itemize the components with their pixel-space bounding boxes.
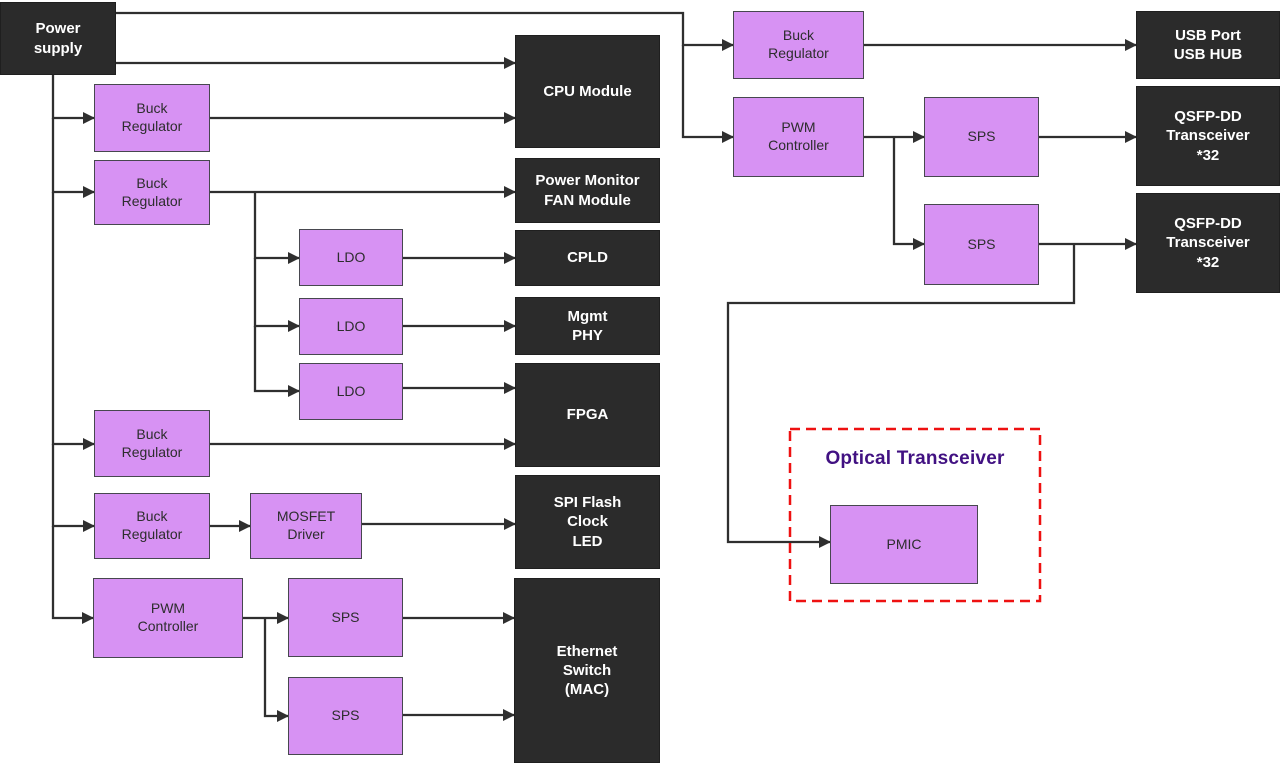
node-ldo-3: LDO [299,363,403,420]
node-ldo-1: LDO [299,229,403,286]
node-label-pmic: PMIC [886,535,922,552]
node-mgmt-phy: Mgmt PHY [515,297,660,355]
node-label-buck-regulator-2: Buck Regulator [121,174,183,209]
node-label-qsfp-dd-2: QSFP-DD Transceiver *32 [1166,215,1250,271]
node-label-qsfp-dd-1: QSFP-DD Transceiver *32 [1166,108,1250,164]
connector-0 [116,11,734,51]
node-label-buck-regulator-1: Buck Regulator [121,100,183,134]
node-buck-regulator-right: Buck Regulator [733,11,864,79]
connector-20 [263,618,289,722]
node-label-buck-regulator-right: Buck Regulator [768,27,829,61]
node-label-sps-right-1: SPS [967,128,996,145]
node-label-sps-right-2: SPS [967,235,996,252]
connector-10 [253,192,300,264]
connector-4 [51,118,95,198]
node-label-sps-left-2: SPS [331,707,360,724]
node-sps-left-1: SPS [288,578,403,657]
node-label-ldo-2: LDO [336,317,366,334]
node-pwm-controller-right: PWM Controller [733,97,864,177]
connector-11 [253,258,300,332]
node-label-pwm-controller-right: PWM Controller [768,119,829,153]
connector-25 [892,137,925,250]
node-qsfp-dd-2: QSFP-DD Transceiver *32 [1136,193,1280,293]
optical-transceiver-group-label: Optical Transceiver [825,448,1005,469]
node-label-buck-regulator-3: Buck Regulator [121,425,183,460]
node-sps-right-2: SPS [924,204,1039,285]
node-ethernet-switch-mac: Ethernet Switch (MAC) [514,578,660,763]
connector-28 [726,244,1076,548]
node-buck-regulator-2: Buck Regulator [94,160,210,225]
node-label-spi-flash-clock-led: SPI Flash Clock LED [553,494,622,550]
node-label-ethernet-switch-mac: Ethernet Switch (MAC) [556,642,618,699]
connector-3 [51,75,95,124]
node-ldo-2: LDO [299,298,403,355]
connector-6 [51,444,95,532]
node-qsfp-dd-1: QSFP-DD Transceiver *32 [1136,86,1280,186]
node-label-cpu-module: CPU Module [543,82,632,100]
node-label-mosfet-driver: MOSFET Driver [276,508,336,542]
node-sps-left-2: SPS [288,677,403,755]
node-buck-regulator-4: Buck Regulator [94,493,210,559]
node-pmic: PMIC [830,505,978,584]
node-buck-regulator-3: Buck Regulator [94,410,210,477]
node-spi-flash-clock-led: SPI Flash Clock LED [515,475,660,569]
connector-1 [681,45,734,143]
node-label-cpld: CPLD [567,249,608,267]
node-power-monitor-fan: Power Monitor FAN Module [515,158,660,223]
optical-transceiver-group-box [788,427,1042,603]
node-power-supply: Power supply [0,2,116,75]
connector-5 [51,192,95,450]
node-label-power-monitor-fan: Power Monitor FAN Module [535,172,640,209]
connector-7 [51,526,94,624]
connector-12 [253,326,300,397]
node-label-ldo-1: LDO [336,248,366,265]
node-fpga: FPGA [515,363,660,467]
node-label-pwm-controller-left: PWM Controller [137,600,199,634]
node-label-ldo-3: LDO [336,382,366,399]
node-usb-port-hub: USB Port USB HUB [1136,11,1280,79]
node-label-buck-regulator-4: Buck Regulator [121,508,183,542]
node-mosfet-driver: MOSFET Driver [250,493,362,559]
node-buck-regulator-1: Buck Regulator [94,84,210,152]
node-label-power-supply: Power supply [33,20,83,57]
node-pwm-controller-left: PWM Controller [93,578,243,658]
node-label-sps-left-1: SPS [331,608,360,625]
node-sps-right-1: SPS [924,97,1039,177]
node-label-fpga: FPGA [566,406,609,424]
node-label-mgmt-phy: Mgmt PHY [567,307,608,344]
node-label-usb-port-hub: USB Port USB HUB [1173,26,1243,63]
node-cpld: CPLD [515,230,660,286]
node-cpu-module: CPU Module [515,35,660,148]
